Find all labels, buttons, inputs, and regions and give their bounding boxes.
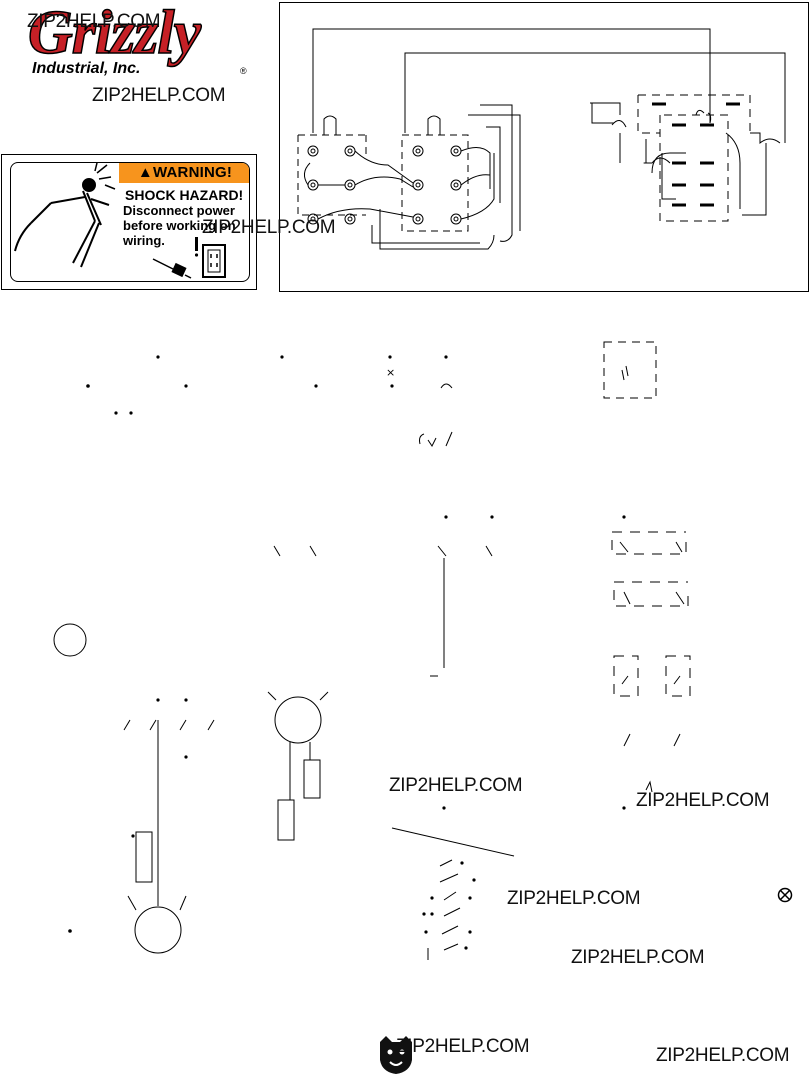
watermark: ZIP2HELP.COM: [389, 775, 523, 796]
warning-triangle-icon: ▲: [137, 164, 153, 181]
warning-label-inner: ▲WARNING! SHOCK HAZARD! Disconnect power…: [10, 162, 250, 282]
warning-title: SHOCK HAZARD!: [125, 187, 244, 203]
logo-registered-mark: ®: [240, 66, 247, 76]
watermark: ZIP2HELP.COM: [656, 1045, 790, 1066]
wiring-diagram: [297, 28, 786, 250]
electric-shock-icon: [14, 163, 116, 268]
warning-header: ▲WARNING!: [119, 163, 249, 183]
schematic-fragments: ×: [53, 341, 691, 960]
grizzly-logo: Grizzly Industrial, Inc. ®: [22, 0, 262, 86]
watermark: ZIP2HELP.COM: [202, 217, 336, 238]
logo-subtitle: Industrial, Inc.: [32, 60, 141, 77]
watermark: ZIP2HELP.COM: [507, 888, 641, 909]
watermark: ZIP2HELP.COM: [27, 11, 161, 32]
watermark: ZIP2HELP.COM: [92, 85, 226, 106]
outlet-icon: [195, 237, 226, 278]
logo-brand: Grizzly: [27, 0, 202, 68]
bear-mascot-icon: [380, 1036, 412, 1074]
lamp-symbol-icon: [777, 887, 793, 903]
plug-icon: [152, 258, 192, 279]
watermark: ZIP2HELP.COM: [396, 1036, 530, 1057]
warning-header-text: WARNING!: [152, 164, 233, 181]
warning-label: ▲WARNING! SHOCK HAZARD! Disconnect power…: [1, 154, 257, 290]
watermark: ZIP2HELP.COM: [636, 790, 770, 811]
watermark: ZIP2HELP.COM: [571, 947, 705, 968]
svg-text:×: ×: [386, 366, 395, 379]
wiring-diagram-panel: [279, 2, 809, 292]
warning-body: Disconnect power before working on wirin…: [123, 203, 236, 248]
